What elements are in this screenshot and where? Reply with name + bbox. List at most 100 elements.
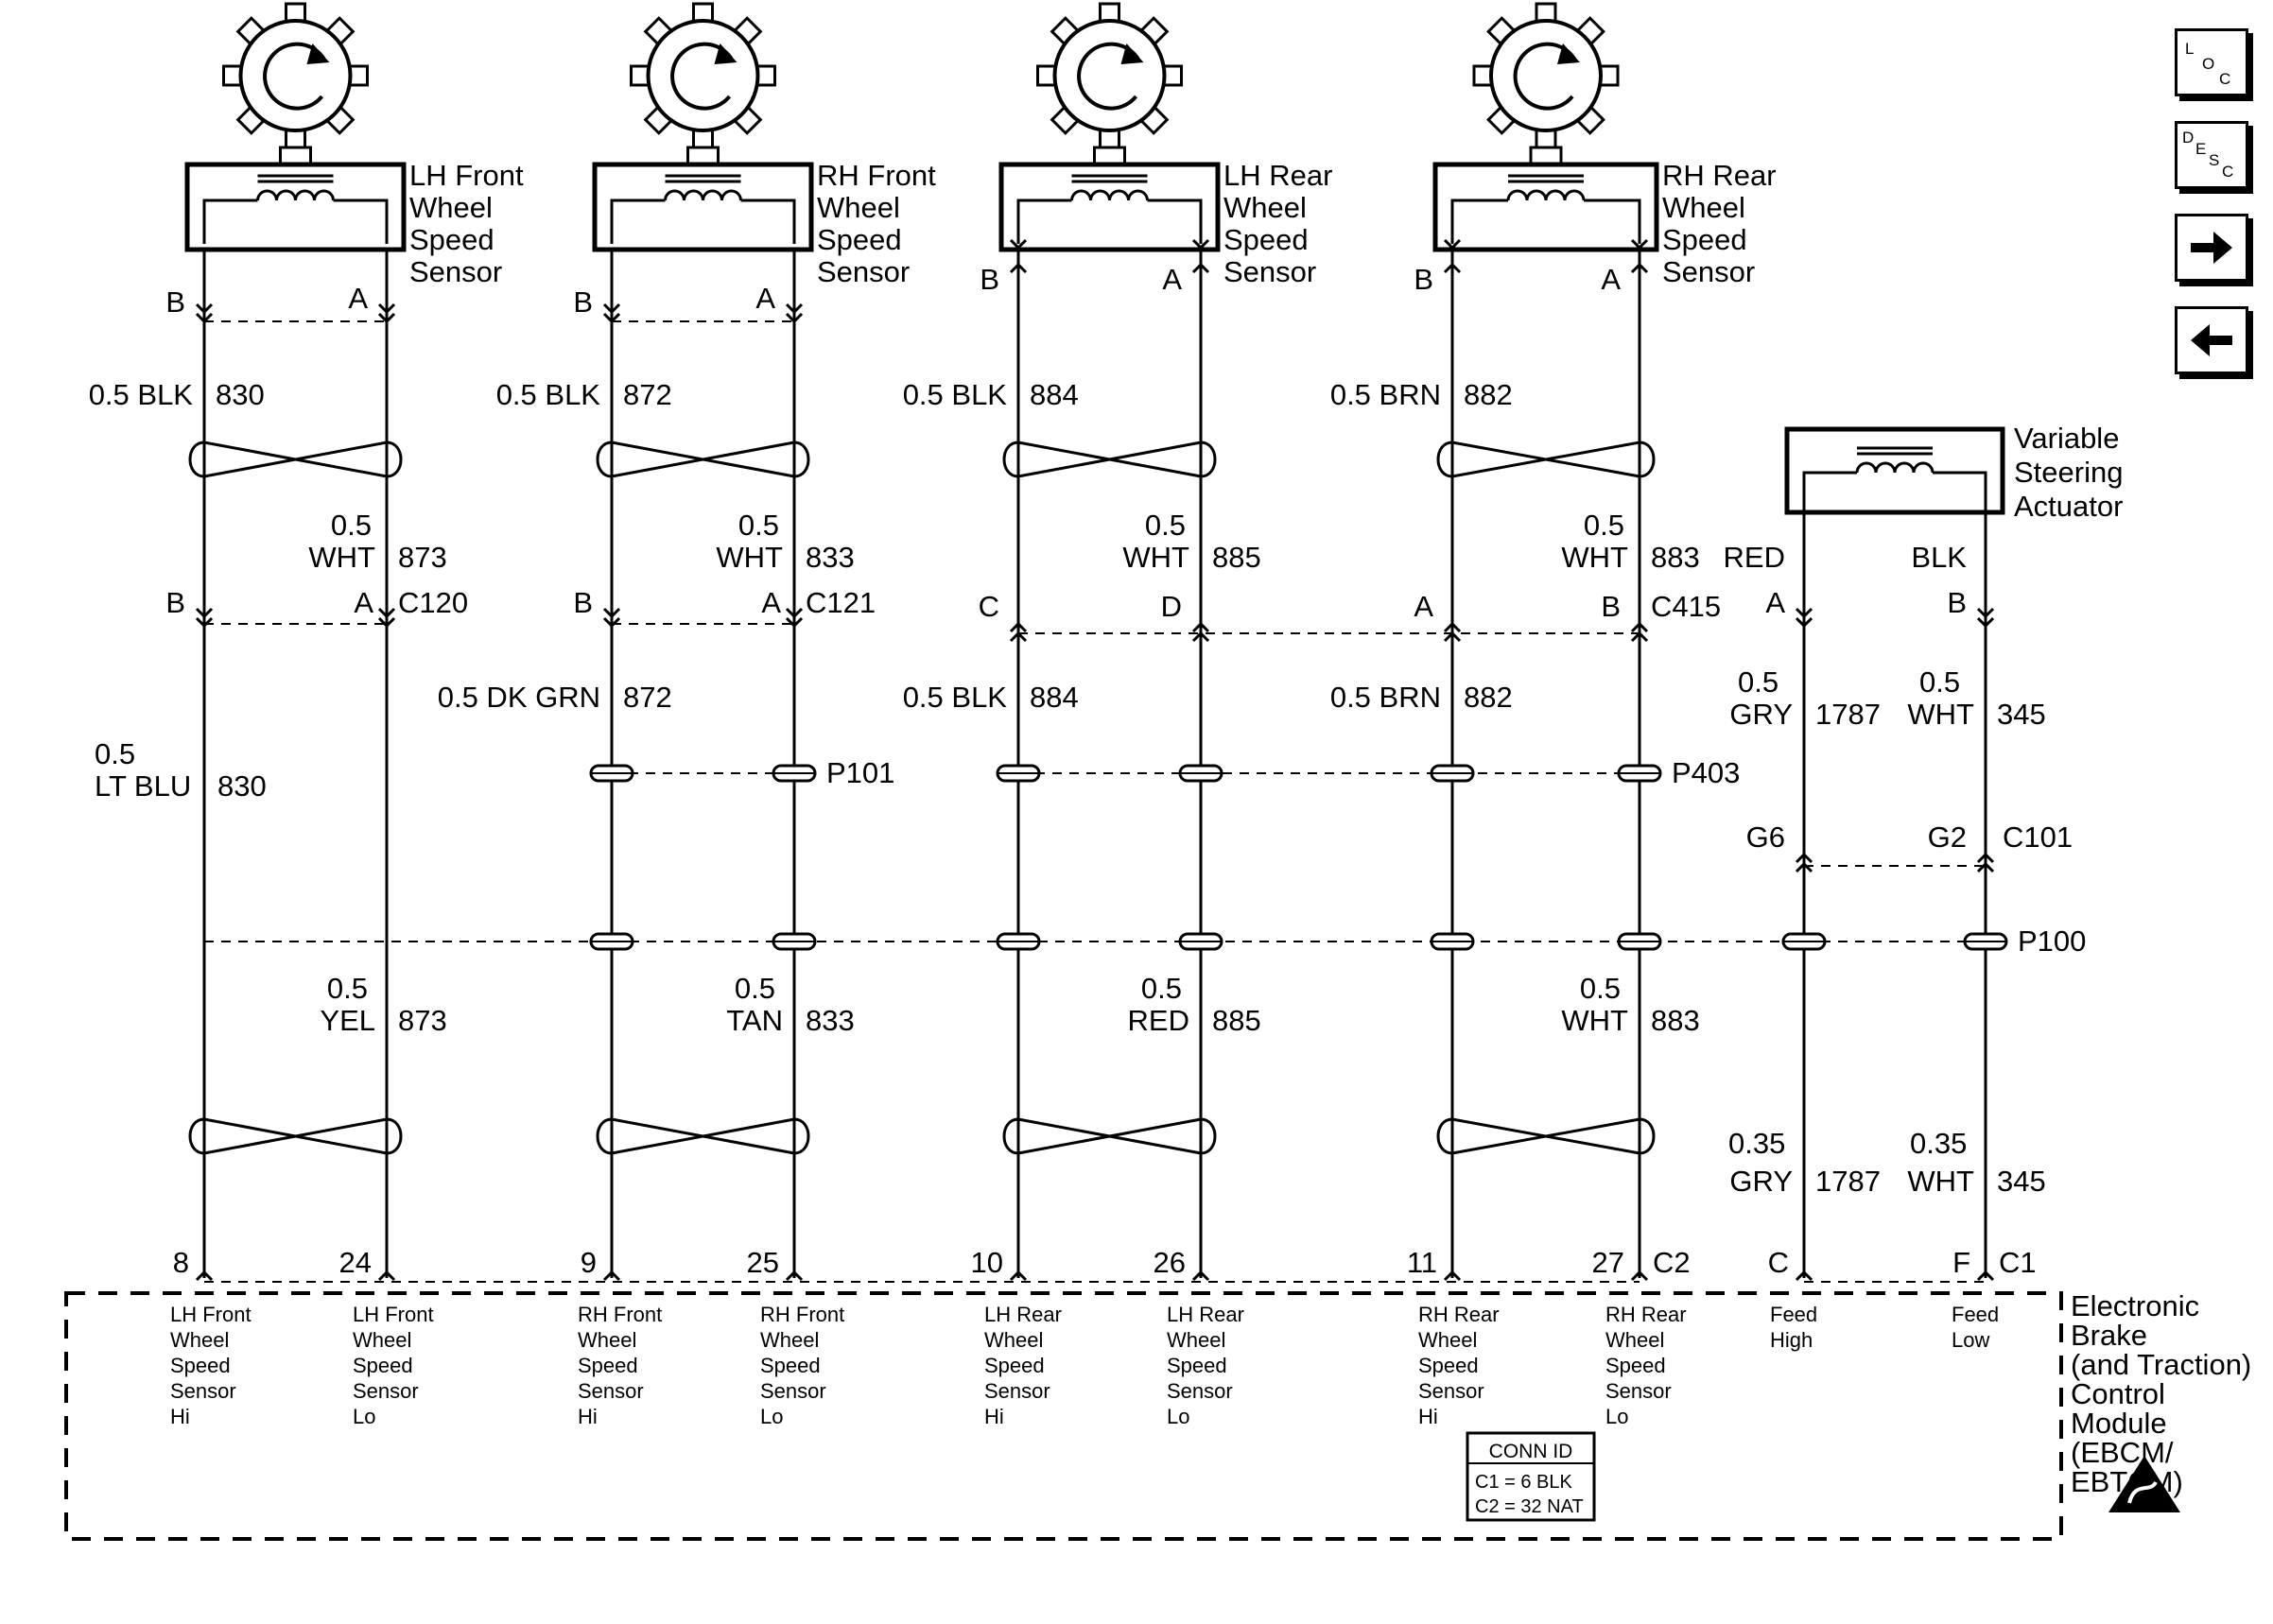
- actuator-pin-b: B: [1947, 586, 1967, 619]
- p403-label: P403: [1672, 756, 1740, 789]
- tone-wheel-rhf-rotation-arrow: [670, 42, 734, 111]
- description-button[interactable]: D E S C: [2175, 121, 2248, 189]
- sensor-box-rhf: [592, 162, 814, 252]
- module-pin-8: 27: [1592, 1246, 1624, 1279]
- sensor-connector-a-4: [1630, 262, 1649, 274]
- module-pin-9: C: [1768, 1246, 1789, 1279]
- lower-wire-size-4: 0.5: [1580, 972, 1621, 1005]
- module-function-5-3: Sensor: [984, 1379, 1050, 1403]
- module-function-9-1: High: [1770, 1328, 1813, 1352]
- middle-wire-circuit-3: 884: [1030, 681, 1079, 714]
- lower-wire-color-1: YEL: [320, 1004, 375, 1037]
- module-function-5-0: LH Rear: [984, 1303, 1062, 1326]
- sensor-lead-hi-lhf: [202, 199, 234, 244]
- module-function-5-4: Hi: [984, 1405, 1004, 1428]
- sensor-pin-a-rhf: A: [755, 282, 775, 315]
- mid-connector-chevron-4-b: [785, 616, 804, 629]
- ebcm-module-label-5: (EBCM/: [2071, 1436, 2174, 1469]
- mid-connector-chevron-3-a: [602, 607, 621, 619]
- lower-wire-size-6: 0.35: [1910, 1127, 1967, 1160]
- module-pin-1: 8: [173, 1246, 189, 1279]
- sensor-coil-rhr-turns: [1506, 189, 1586, 201]
- module-function-2-1: Wheel: [353, 1328, 411, 1352]
- mid-connector-chevron-2-a: [377, 607, 396, 619]
- module-connector-c2: C2: [1653, 1246, 1691, 1279]
- sensor-inner-arrow-hi-rhr: [1443, 238, 1462, 251]
- actuator-coil-turns: [1855, 461, 1935, 474]
- sensor-inner-arrow-hi-lhr: [1009, 238, 1028, 251]
- c415-name: C415: [1651, 590, 1721, 623]
- tone-wheel-lhf-arrowhead: [306, 43, 330, 64]
- previous-page-button[interactable]: [2175, 306, 2248, 374]
- module-function-5-1: Wheel: [984, 1328, 1043, 1352]
- actuator-pin-a: A: [1765, 586, 1785, 619]
- module-function-8-4: Lo: [1605, 1405, 1628, 1428]
- sensor-coil-lhr-turns: [1070, 189, 1149, 201]
- mid-connector-chevron-7-a: [1443, 621, 1462, 633]
- p100-label: P100: [2018, 924, 2086, 958]
- sensor-coil-lhf-turns: [256, 189, 335, 201]
- sensor-stem-rhf: [686, 146, 720, 166]
- module-function-2-2: Speed: [353, 1354, 413, 1377]
- arrow-left-icon: [2191, 324, 2232, 356]
- sensor-connector-b-2-b: [602, 312, 621, 324]
- lower-wire-circuit-4: 883: [1651, 1004, 1700, 1037]
- middle-wire-color-4: 0.5 BRN: [1330, 681, 1441, 714]
- module-function-6-2: Speed: [1167, 1354, 1227, 1377]
- upper-twist-4: [1436, 441, 1656, 478]
- upper-wire-size-8: 0.5: [1584, 509, 1624, 542]
- ebcm-module-label-0: Electronic: [2071, 1289, 2199, 1322]
- upper-wire-color-4: WHT: [716, 541, 783, 574]
- sensor-stem-lhr: [1093, 146, 1126, 166]
- mid-connector-chevron-8-b: [1630, 631, 1649, 643]
- c415-pin-a: A: [1414, 590, 1433, 623]
- sensor-lead-lo-rhr: [1608, 199, 1641, 244]
- sensor-label-lhr-2: Speed: [1223, 223, 1309, 256]
- loc-icon: L O C: [2185, 40, 2230, 88]
- upper-wire-circuit-3: 872: [623, 378, 672, 411]
- lower-twist-1: [188, 1117, 403, 1155]
- next-page-button[interactable]: [2175, 214, 2248, 282]
- c101-pin-g2: G2: [1928, 821, 1967, 854]
- sensor-pin-b-rhr: B: [1414, 263, 1433, 296]
- loc-letter-1: L: [2185, 40, 2194, 58]
- module-function-1-4: Hi: [170, 1405, 190, 1428]
- upper-wire-color-6: WHT: [1122, 541, 1189, 574]
- middle-wire-color-1: LT BLU: [95, 769, 191, 803]
- sensor-lead-hi-lhr: [1016, 199, 1048, 244]
- sensor-lead-hi-rhf: [610, 199, 641, 244]
- location-button[interactable]: L O C: [2175, 28, 2248, 96]
- module-pin-3: 9: [581, 1246, 597, 1279]
- module-function-1-0: LH Front: [170, 1303, 252, 1326]
- c101-name: C101: [2003, 821, 2073, 854]
- module-function-3-3: Sensor: [578, 1379, 644, 1403]
- sensor-lead-lo-rhf: [765, 199, 796, 244]
- sensor-label-lhr-3: Sensor: [1223, 255, 1316, 288]
- sensor-label-rhf-0: RH Front: [817, 159, 936, 192]
- loc-letter-2: O: [2202, 55, 2214, 73]
- actuator-label-1: Steering: [2014, 456, 2123, 489]
- sensor-connector-a-2-a: [785, 302, 804, 315]
- module-function-4-2: Speed: [760, 1354, 821, 1377]
- upper-twist-3: [1002, 441, 1217, 478]
- module-pin-chevron-6: [1191, 1270, 1210, 1282]
- sensor-box-rhr: [1432, 162, 1659, 252]
- tone-wheel-lhr: [1036, 2, 1183, 149]
- module-connector-c1: C1: [1999, 1246, 2037, 1279]
- sensor-label-lhf-3: Sensor: [409, 255, 502, 288]
- tone-wheel-lhr-arrowhead: [1120, 43, 1144, 64]
- module-function-8-3: Sensor: [1605, 1379, 1672, 1403]
- lower-wire-size-2: 0.5: [735, 972, 775, 1005]
- module-function-8-0: RH Rear: [1605, 1303, 1687, 1326]
- module-function-7-1: Wheel: [1418, 1328, 1477, 1352]
- sensor-pin-a-rhr: A: [1601, 263, 1621, 296]
- module-function-8-1: Wheel: [1605, 1328, 1664, 1352]
- mid-connector-chevron-6-b: [1191, 631, 1210, 643]
- mid-connector-chevron-6-a: [1191, 621, 1210, 633]
- sensor-pin-b-lhf: B: [165, 285, 185, 319]
- sensor-label-rhf-2: Speed: [817, 223, 902, 256]
- sensor-box-lhr: [998, 162, 1221, 252]
- sensor-stem-rhr: [1529, 146, 1563, 166]
- actuator-connector-chevron-a-b: [1795, 616, 1813, 629]
